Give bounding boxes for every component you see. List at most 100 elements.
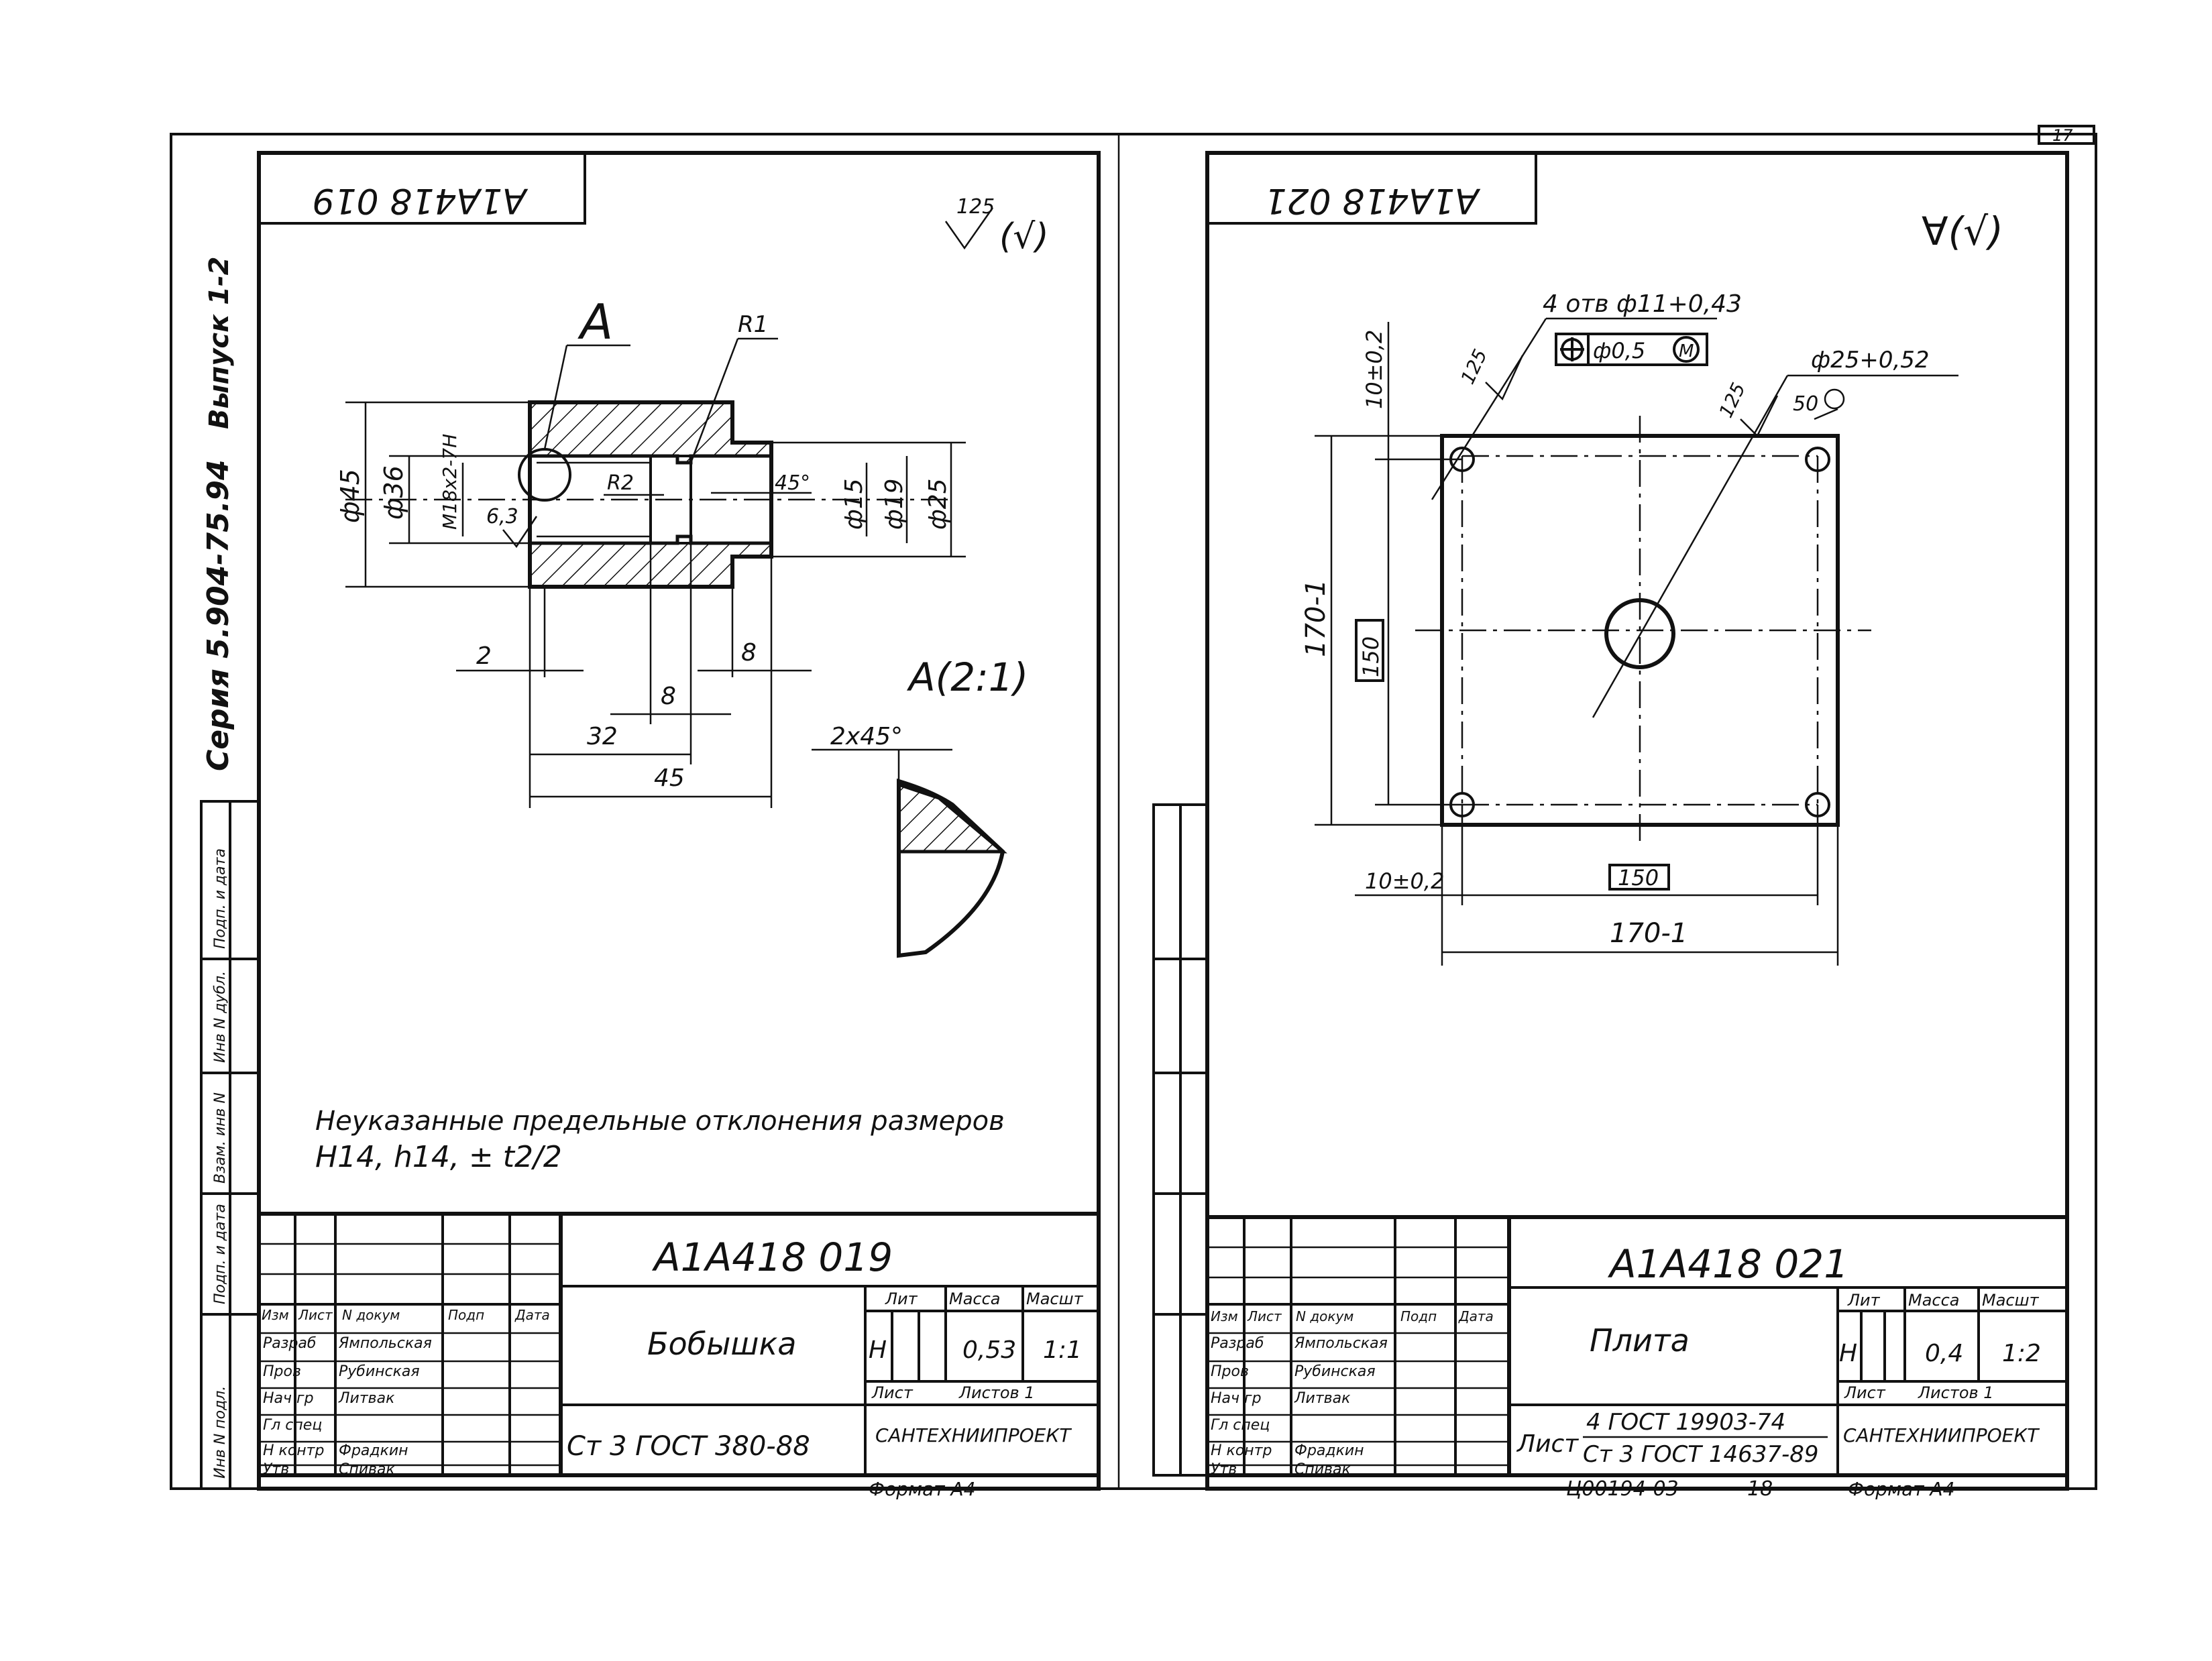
side-label-0: Инв N подл.: [212, 1386, 229, 1479]
svg-text:Н: Н: [1839, 1340, 1857, 1367]
dim-170h: 170-1: [1610, 918, 1688, 949]
side-label-1: Подп. и дата: [212, 1204, 229, 1304]
sheet-frame: [170, 133, 2097, 1490]
dim-big-hole: ф25+0,52: [1811, 347, 1930, 374]
view-label-a: А: [577, 294, 613, 350]
right-side-strip: [1152, 803, 1209, 1477]
svg-text:Лист: Лист: [1844, 1383, 1886, 1402]
boss-section: [345, 400, 952, 589]
right-format: Формат А4: [1848, 1478, 1954, 1500]
svg-text:Литвак: Литвак: [338, 1390, 395, 1407]
svg-text:Лит: Лит: [885, 1290, 918, 1308]
svg-text:Изм: Изм: [1211, 1308, 1238, 1324]
right-title-block: Изм Лист N докум Подп Дата Разраб Ямполь…: [1205, 1215, 2069, 1478]
dim-32: 32: [587, 723, 618, 750]
position-tol-frame: [1555, 333, 1708, 366]
svg-text:Спивак: Спивак: [1294, 1461, 1351, 1478]
svg-text:Ямпольская: Ямпольская: [1294, 1335, 1388, 1352]
dim-10b: 10±0,2: [1365, 868, 1444, 894]
dim-d45: ф45: [335, 469, 365, 523]
svg-text:Дата: Дата: [514, 1307, 550, 1323]
note-line1: Неуказанные предельные отклонения размер…: [315, 1106, 1005, 1137]
dim-150h: 150: [1618, 865, 1659, 891]
rough-50: 50: [1793, 392, 1818, 416]
right-code-text: А1А418 021: [1264, 180, 1480, 221]
left-org: САНТЕХНИИПРОЕКТ: [875, 1424, 1072, 1446]
svg-text:Масшт: Масшт: [1982, 1291, 2040, 1310]
dim-d36: ф36: [379, 465, 408, 520]
side-label-3: Инв N дубл.: [212, 971, 229, 1063]
right-drawing: А1А418 021 ∀(√) 4 отв ф11+0,43: [1152, 151, 2069, 1501]
svg-text:0,53: 0,53: [962, 1336, 1016, 1364]
svg-text:Нач гр: Нач гр: [263, 1390, 314, 1407]
dim-63: 6,3: [486, 505, 518, 528]
svg-text:Подп: Подп: [448, 1307, 484, 1323]
svg-text:Нач гр: Нач гр: [1211, 1390, 1262, 1407]
svg-text:Рубинская: Рубинская: [339, 1363, 420, 1380]
svg-text:Масшт: Масшт: [1026, 1290, 1084, 1308]
dim-45deg: 45°: [775, 471, 810, 495]
svg-text:Гл спец: Гл спец: [1211, 1417, 1270, 1434]
svg-text:Лит: Лит: [1847, 1291, 1881, 1310]
svg-text:Листов 1: Листов 1: [958, 1383, 1035, 1402]
left-part-name: Бобышка: [647, 1326, 796, 1362]
right-code-box: [1206, 152, 1537, 225]
svg-text:Спивак: Спивак: [339, 1461, 395, 1478]
svg-text:Масса: Масса: [949, 1290, 1001, 1308]
dim-d15: ф15: [840, 478, 868, 530]
svg-text:Н: Н: [869, 1336, 887, 1364]
dim-thread: M18x2-7H: [439, 434, 461, 530]
dim-2: 2: [476, 642, 492, 670]
dim-chamfer: 2x45°: [830, 723, 903, 750]
left-material: Ст 3 ГОСТ 380-88: [567, 1431, 810, 1462]
svg-text:Литвак: Литвак: [1294, 1390, 1351, 1407]
dim-d19: ф19: [881, 478, 908, 530]
left-title-block: Изм Лист N докум Подп Дата Разраб Ямполь…: [257, 1212, 1101, 1478]
series-text: Серия 5.904-75.94: [201, 459, 235, 771]
dim-d25: ф25: [924, 478, 952, 530]
svg-text:Н контр: Н контр: [1211, 1442, 1272, 1459]
bottom-code: Ц00194-03: [1566, 1477, 1679, 1501]
svg-text:125: 125: [956, 195, 995, 219]
left-format: Формат А4: [869, 1478, 975, 1500]
svg-text:1:1: 1:1: [1043, 1336, 1082, 1364]
svg-text:N докум: N докум: [342, 1307, 400, 1323]
svg-text:Листов 1: Листов 1: [1918, 1383, 1994, 1402]
bottom-num: 18: [1747, 1477, 1773, 1501]
dim-10a: 10±0,2: [1362, 330, 1387, 409]
center-hole: [1604, 598, 1675, 669]
svg-text:(√): (√): [999, 217, 1049, 257]
hole-top-right: [1805, 447, 1830, 472]
left-code-text: А1А418 019: [312, 180, 528, 221]
page-number-box: [2038, 125, 2095, 145]
right-material-bot: Ст 3 ГОСТ 14637-89: [1583, 1441, 1819, 1468]
dim-r2: R2: [607, 471, 634, 495]
side-label-4: Подп. и дата: [212, 848, 229, 949]
holes-note: 4 отв ф11+0,43: [1543, 290, 1742, 318]
svg-text:Гл спец: Гл спец: [263, 1417, 322, 1434]
detail-label: А(2:1): [906, 654, 1028, 700]
detail-a-profile: [897, 778, 1005, 958]
svg-text:Лист: Лист: [1247, 1308, 1282, 1324]
svg-text:Лист: Лист: [871, 1383, 914, 1402]
svg-text:Разраб: Разраб: [1211, 1335, 1264, 1352]
svg-text:Изм: Изм: [262, 1307, 289, 1323]
svg-text:Утв: Утв: [1211, 1461, 1237, 1478]
svg-text:Ямпольская: Ямпольская: [338, 1335, 432, 1352]
svg-text:Дата: Дата: [1458, 1308, 1494, 1324]
page-number: 17: [2052, 126, 2073, 145]
svg-text:Утв: Утв: [263, 1461, 289, 1478]
radius-r1: R1: [738, 311, 768, 338]
svg-text:Пров: Пров: [263, 1363, 301, 1380]
svg-text:Фрадкин: Фрадкин: [1294, 1442, 1364, 1459]
dim-170v: 170-1: [1301, 579, 1331, 657]
svg-text:Пров: Пров: [1211, 1363, 1249, 1380]
svg-text:Масса: Масса: [1908, 1291, 1960, 1310]
svg-text:Подп: Подп: [1400, 1308, 1437, 1324]
svg-text:Разраб: Разраб: [263, 1335, 316, 1352]
side-label-2: Взам. инв N: [212, 1092, 229, 1184]
right-roughness: ∀(√): [1922, 209, 2003, 254]
note-line2: H14, h14, ± t2/2: [315, 1140, 562, 1174]
rough-125a: 125: [1456, 346, 1491, 388]
